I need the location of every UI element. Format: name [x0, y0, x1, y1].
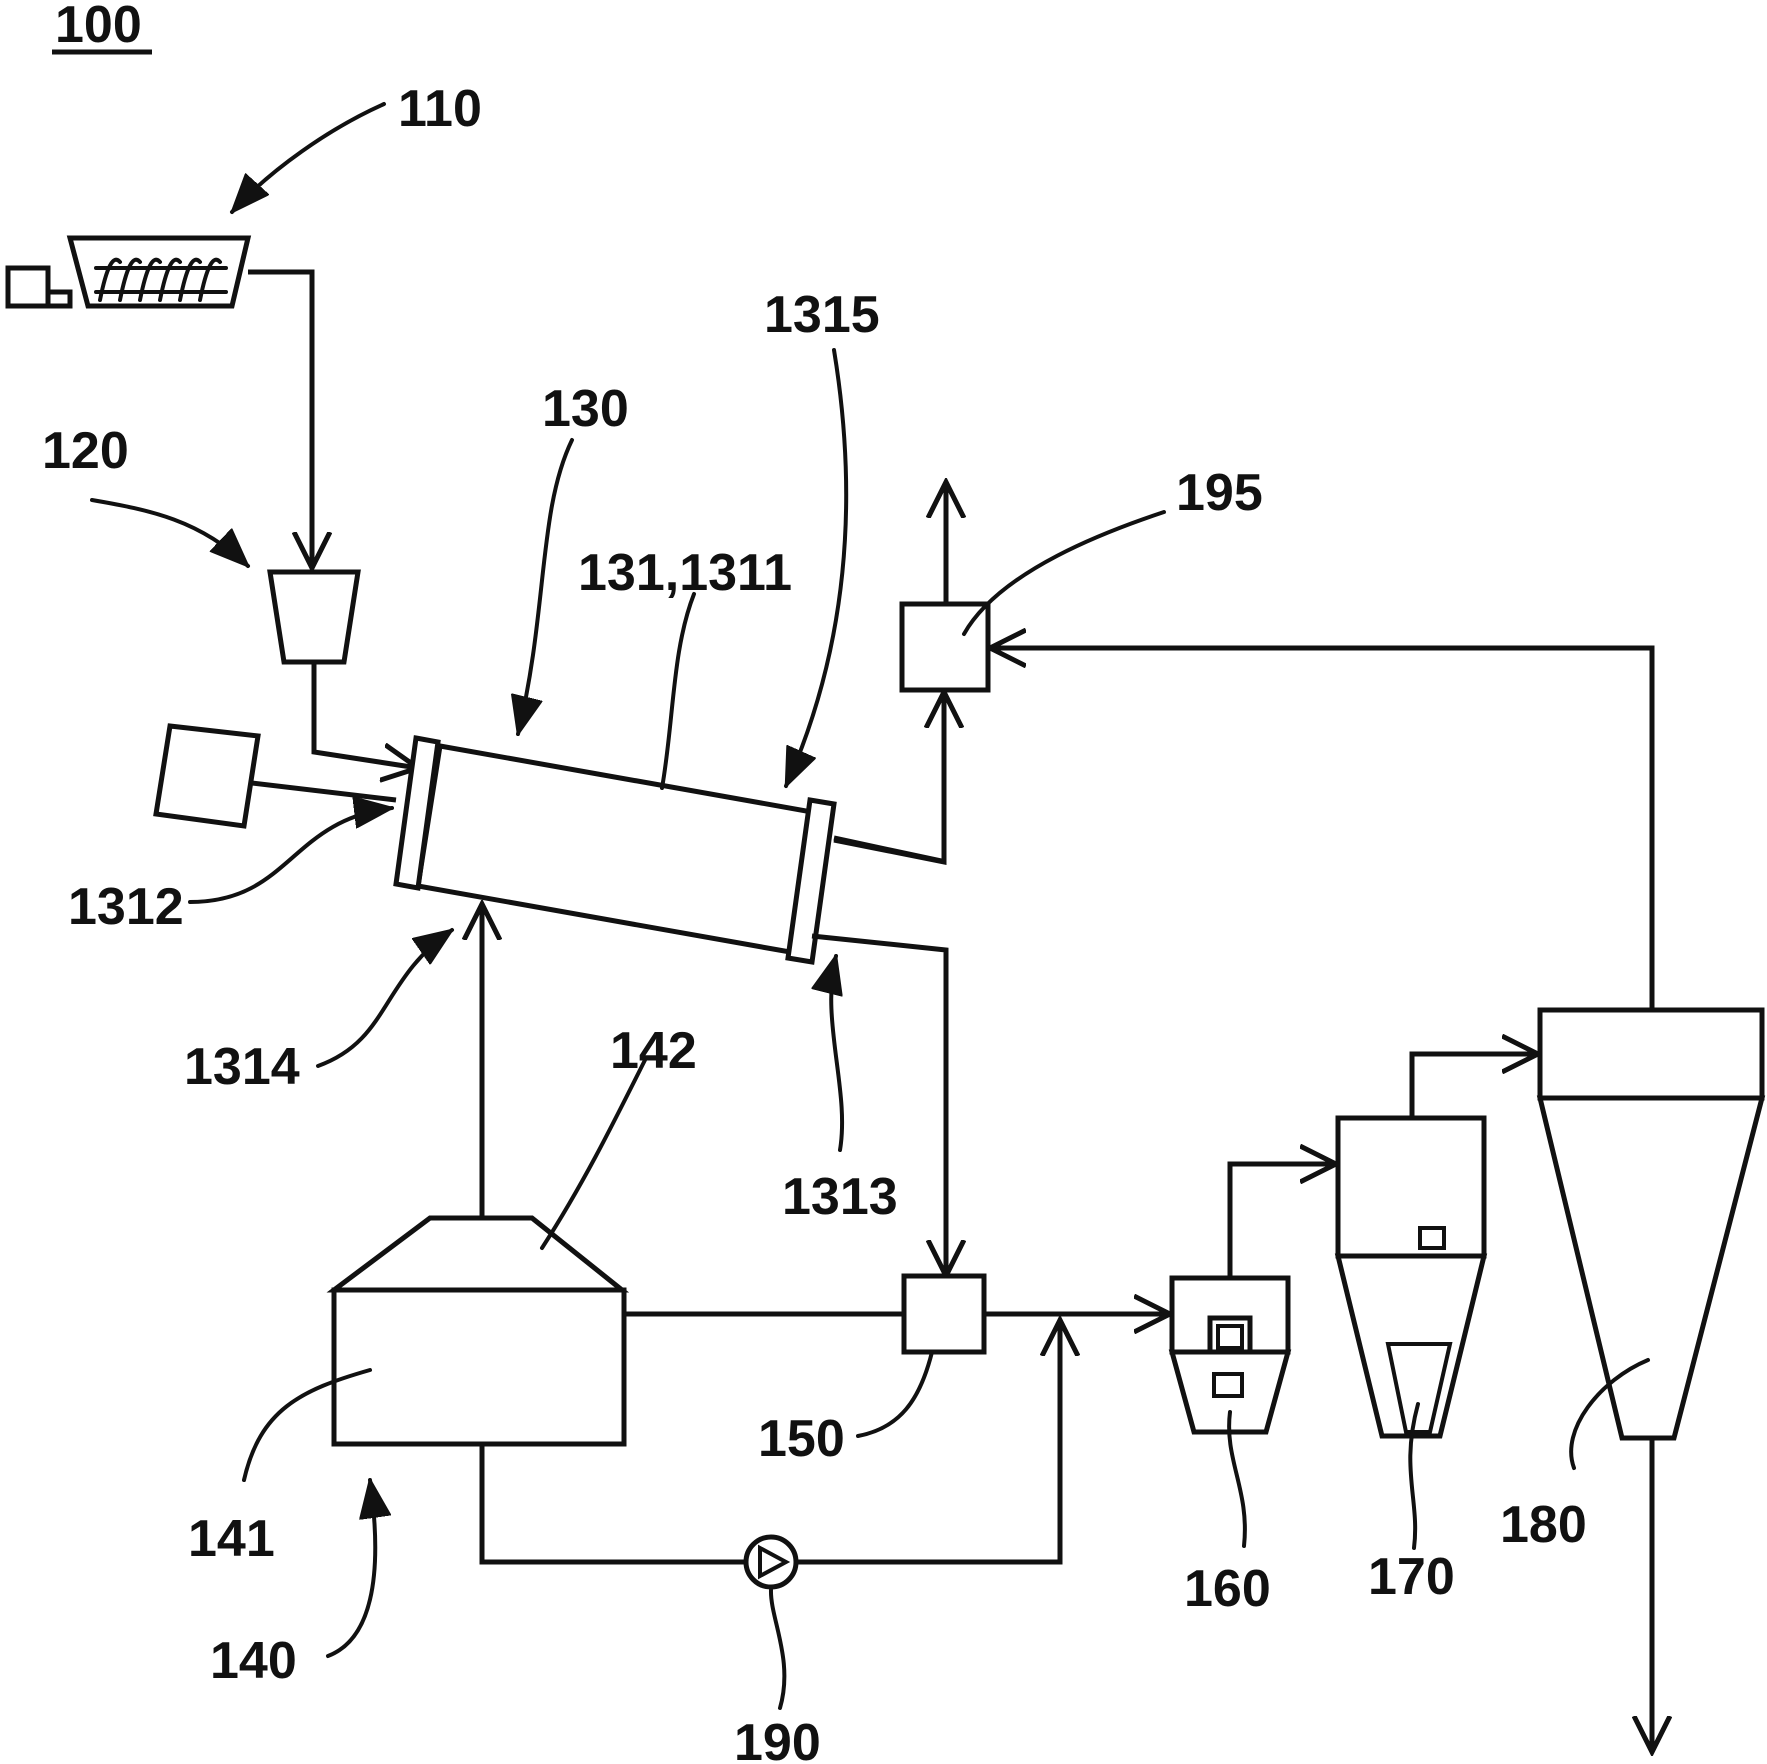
feed-line-120-130	[311, 662, 418, 768]
label-160: 160	[1184, 1560, 1271, 1618]
discharge-line-to-150	[811, 933, 946, 1276]
leader-110	[232, 102, 386, 212]
label-150: 150	[758, 1410, 845, 1468]
label-1315: 1315	[764, 286, 880, 344]
leader-170	[1408, 1402, 1420, 1550]
label-1314: 1314	[184, 1038, 300, 1096]
pump-loop-left	[479, 1444, 746, 1565]
label-110: 110	[398, 80, 482, 138]
leader-195	[962, 510, 1166, 636]
line-160-to-170	[1227, 1164, 1336, 1278]
leader-1312	[188, 808, 392, 904]
leader-141	[242, 1368, 372, 1482]
label-142: 142	[610, 1022, 697, 1080]
label-1312: 1312	[68, 878, 184, 936]
leader-142	[540, 1056, 648, 1250]
pump-loop-right	[796, 1320, 1060, 1565]
leader-1313	[831, 956, 845, 1152]
return-line-180-to-195	[990, 648, 1655, 1008]
unit-150	[901, 1273, 987, 1355]
unit-170	[1334, 1115, 1488, 1439]
label-190: 190	[734, 1714, 821, 1764]
pump-190-icon	[743, 1534, 799, 1590]
leader-120	[90, 498, 248, 566]
leader-130	[518, 438, 574, 734]
cyclone-180	[1536, 1007, 1766, 1441]
label-140: 140	[210, 1632, 297, 1690]
leader-1315	[784, 348, 849, 786]
label-195: 195	[1176, 464, 1263, 522]
label-1313: 1313	[782, 1168, 898, 1226]
furnace-140	[326, 1215, 630, 1447]
unit-160	[1168, 1275, 1292, 1435]
label-120: 120	[42, 422, 129, 480]
leader-150	[856, 1350, 934, 1438]
figure-ref-label: 100	[55, 0, 142, 54]
leader-180	[1569, 1358, 1650, 1470]
hopper-120	[267, 569, 361, 665]
label-130: 130	[542, 380, 629, 438]
label-141: 141	[188, 1510, 275, 1568]
screw-feeder-110	[5, 235, 252, 309]
leader-190	[768, 1588, 787, 1710]
leader-131	[660, 592, 696, 790]
line-170-to-180	[1409, 1054, 1538, 1118]
label-180: 180	[1500, 1496, 1587, 1554]
leader-160	[1227, 1410, 1247, 1548]
furnace-body-141	[331, 1287, 627, 1447]
exhaust-line-to-195	[833, 692, 944, 866]
drive-motor	[153, 723, 397, 829]
label-131-1311: 131,1311	[578, 544, 792, 602]
label-170: 170	[1368, 1548, 1455, 1606]
leader-140	[326, 1480, 375, 1658]
feed-line-110-120	[248, 269, 312, 568]
leader-1314	[316, 928, 452, 1068]
rotary-kiln-130	[393, 735, 947, 965]
